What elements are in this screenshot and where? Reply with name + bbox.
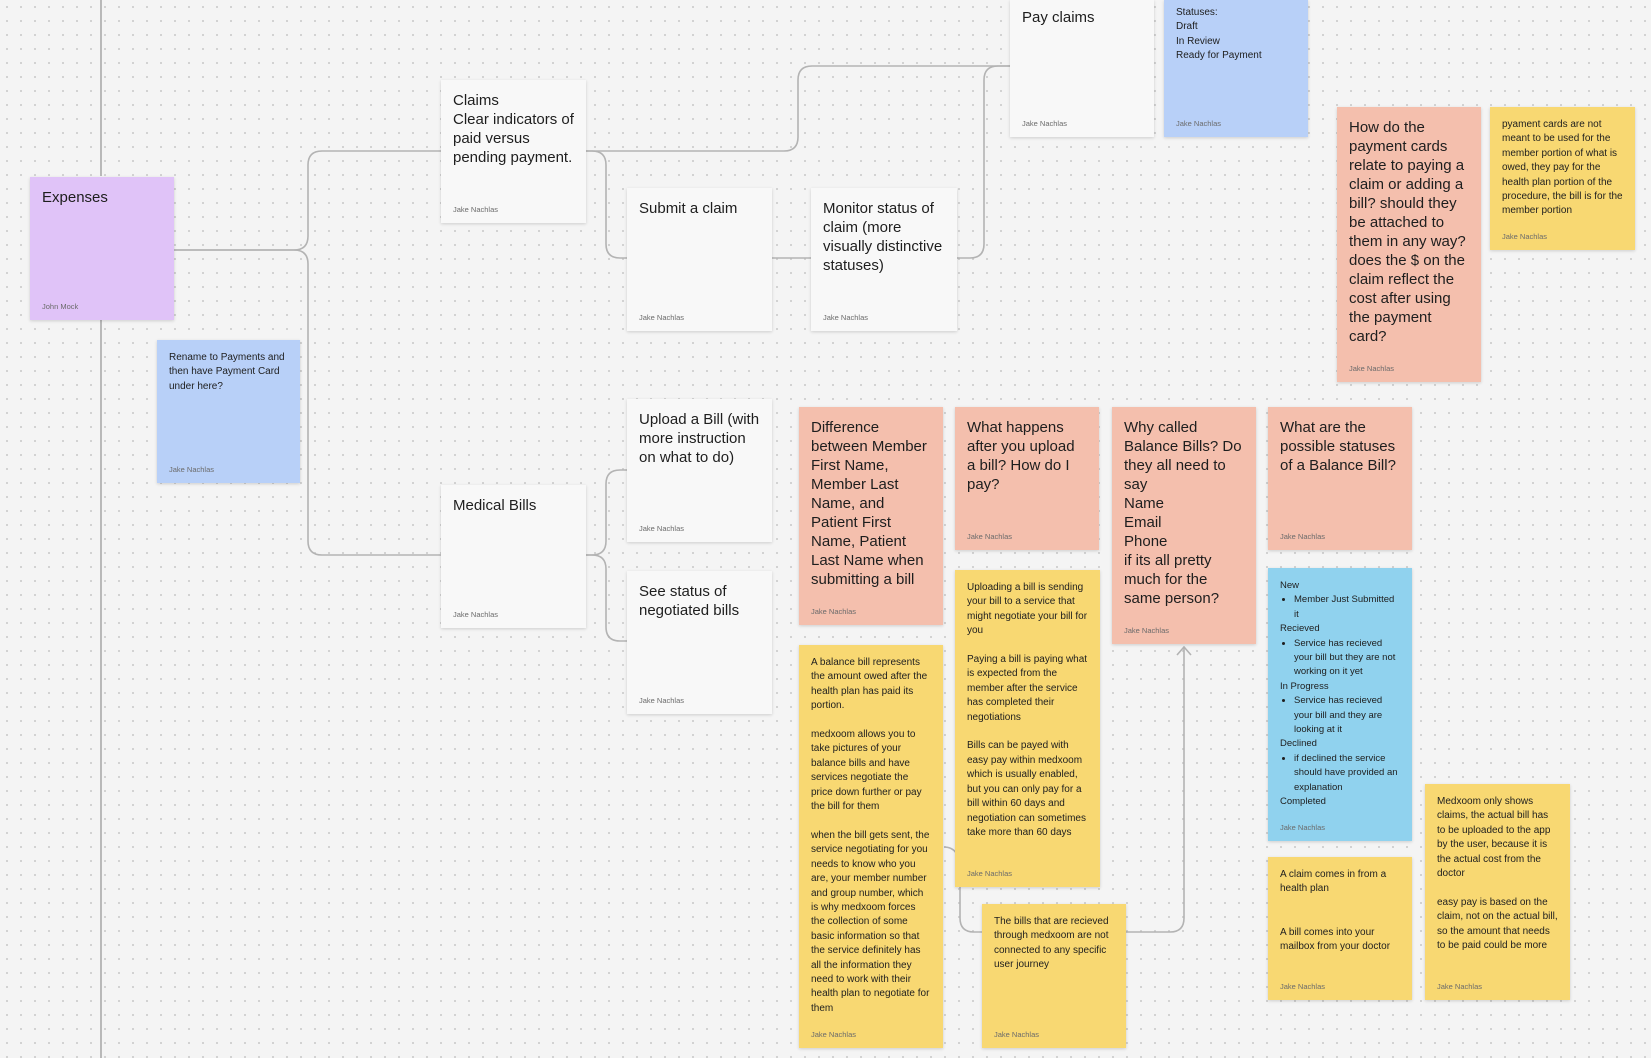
connector-claims-pay-claims xyxy=(586,65,1010,152)
note-text: Difference between Member First Name, Me… xyxy=(811,419,932,588)
note-text: Monitor status of claim (more visually d… xyxy=(823,200,947,274)
status-desc: Service has recieved your bill and they … xyxy=(1294,694,1400,737)
note-text: Medxoom only shows claims, the actual bi… xyxy=(1437,796,1558,952)
note-text: See status of negotiated bills xyxy=(639,583,740,619)
note-status-list[interactable]: New Member Just Submitted it Recieved Se… xyxy=(1268,568,1412,841)
note-medical-bills[interactable]: Medical Bills Jake Nachlas xyxy=(441,485,586,628)
note-text: Submit a claim xyxy=(639,200,738,217)
note-author: Jake Nachlas xyxy=(967,532,1013,541)
note-bills-received[interactable]: The bills that are recieved through medx… xyxy=(982,904,1126,1048)
note-author: Jake Nachlas xyxy=(1349,364,1395,373)
note-balance-bill-info[interactable]: A balance bill represents the amount owe… xyxy=(799,645,943,1048)
note-monitor-status[interactable]: Monitor status of claim (more visually d… xyxy=(811,188,957,331)
note-text: Medical Bills xyxy=(453,497,537,514)
note-claim-vs-bill[interactable]: A claim comes in from a health plan A bi… xyxy=(1268,857,1412,1000)
connector-claims-submit xyxy=(586,150,627,259)
status-name: New xyxy=(1280,580,1300,591)
note-difference-names[interactable]: Difference between Member First Name, Me… xyxy=(799,407,943,625)
note-uploading-info[interactable]: Uploading a bill is sending your bill to… xyxy=(955,570,1100,887)
status-name: Recieved xyxy=(1280,623,1320,635)
connector-expenses-claims xyxy=(174,150,441,251)
note-author: Jake Nachlas xyxy=(823,313,869,322)
note-author: Jake Nachlas xyxy=(994,1030,1040,1039)
note-text: Pay claims xyxy=(1022,9,1095,26)
note-author: Jake Nachlas xyxy=(1280,982,1326,991)
note-upload-bill[interactable]: Upload a Bill (with more instruction on … xyxy=(627,399,772,542)
note-text: Uploading a bill is sending your bill to… xyxy=(967,582,1088,838)
note-see-status[interactable]: See status of negotiated bills Jake Nach… xyxy=(627,571,772,714)
note-text: Statuses: Draft In Review Ready for Paym… xyxy=(1176,7,1262,62)
note-payment-cards-answer[interactable]: pyament cards are not meant to be used f… xyxy=(1490,107,1635,250)
note-payment-cards-question[interactable]: How do the payment cards relate to payin… xyxy=(1337,107,1481,382)
status-desc: Service has recieved your bill but they … xyxy=(1294,637,1400,680)
note-what-happens[interactable]: What happens after you upload a bill? Ho… xyxy=(955,407,1099,550)
status-name: Completed xyxy=(1280,796,1326,808)
note-author: Jake Nachlas xyxy=(639,524,685,533)
note-author: Jake Nachlas xyxy=(1022,119,1068,128)
note-possible-statuses[interactable]: What are the possible statuses of a Bala… xyxy=(1268,407,1412,550)
connector-monitor-pay-claims xyxy=(957,65,1010,259)
note-rename-payments[interactable]: Rename to Payments and then have Payment… xyxy=(157,340,300,483)
note-author: Jake Nachlas xyxy=(1280,532,1326,541)
note-author: Jake Nachlas xyxy=(1124,626,1170,635)
note-author: Jake Nachlas xyxy=(639,313,685,322)
note-text: How do the payment cards relate to payin… xyxy=(1349,119,1470,345)
note-claims[interactable]: Claims Clear indicators of paid versus p… xyxy=(441,80,586,223)
note-text: The bills that are recieved through medx… xyxy=(994,916,1112,971)
note-text: A balance bill represents the amount owe… xyxy=(811,657,930,1014)
note-author: Jake Nachlas xyxy=(1176,119,1222,128)
status-name: Declined xyxy=(1280,738,1317,750)
note-author: Jake Nachlas xyxy=(1280,823,1326,832)
note-text: A claim comes in from a health plan A bi… xyxy=(1280,869,1391,953)
note-statuses[interactable]: Statuses: Draft In Review Ready for Paym… xyxy=(1164,0,1308,137)
note-text: What happens after you upload a bill? Ho… xyxy=(967,419,1079,493)
note-text: Rename to Payments and then have Payment… xyxy=(169,352,288,392)
note-text: Claims Clear indicators of paid versus p… xyxy=(453,92,574,166)
note-author: Jake Nachlas xyxy=(1502,232,1548,241)
note-author: Jake Nachlas xyxy=(811,1030,857,1039)
status-name: In Progress xyxy=(1280,680,1329,692)
note-submit-claim[interactable]: Submit a claim Jake Nachlas xyxy=(627,188,772,331)
connector-medical-upload xyxy=(586,469,627,556)
note-author: John Mock xyxy=(42,302,79,311)
note-author: Jake Nachlas xyxy=(967,869,1013,878)
arrowhead xyxy=(1176,645,1192,656)
note-text: What are the possible statuses of a Bala… xyxy=(1280,419,1400,474)
note-text: Upload a Bill (with more instruction on … xyxy=(639,411,764,466)
note-author: Jake Nachlas xyxy=(811,607,857,616)
note-text: pyament cards are not meant to be used f… xyxy=(1502,119,1626,217)
status-list: New Member Just Submitted it Recieved Se… xyxy=(1280,579,1400,810)
status-desc: Member Just Submitted it xyxy=(1294,593,1400,622)
note-pay-claims[interactable]: Pay claims Jake Nachlas xyxy=(1010,0,1154,137)
note-medxoom-claims[interactable]: Medxoom only shows claims, the actual bi… xyxy=(1425,784,1570,1000)
note-author: Jake Nachlas xyxy=(169,465,215,474)
note-expenses[interactable]: Expenses John Mock xyxy=(30,177,174,320)
note-author: Jake Nachlas xyxy=(1437,982,1483,991)
status-desc: if declined the service should have prov… xyxy=(1294,752,1400,795)
note-text: Expenses xyxy=(42,189,108,206)
note-text: Why called Balance Bills? Do they all ne… xyxy=(1124,419,1242,607)
note-author: Jake Nachlas xyxy=(453,205,499,214)
note-why-called[interactable]: Why called Balance Bills? Do they all ne… xyxy=(1112,407,1256,644)
connector-medical-see-status xyxy=(586,554,627,642)
note-author: Jake Nachlas xyxy=(639,696,685,705)
note-author: Jake Nachlas xyxy=(453,610,499,619)
